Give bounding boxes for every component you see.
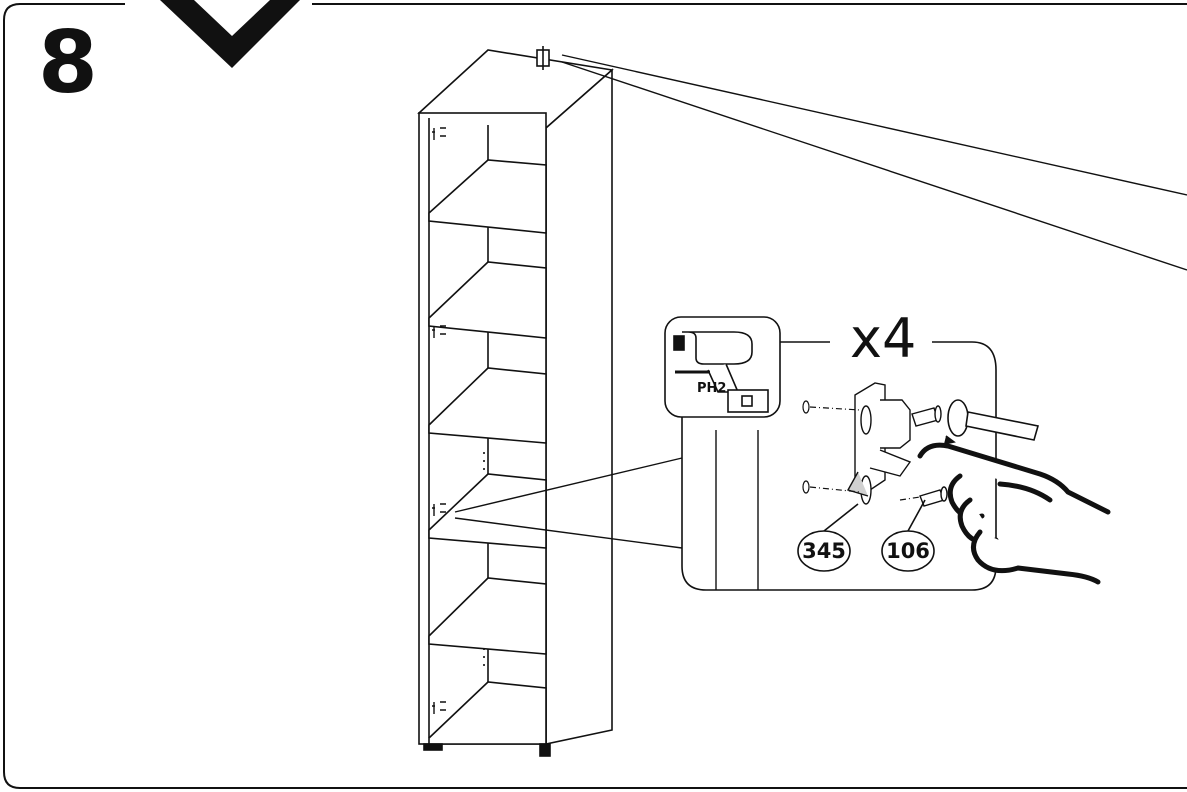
step-number: 8 bbox=[38, 13, 98, 113]
part-number-345: 345 bbox=[802, 539, 846, 563]
quantity-label: x4 bbox=[850, 307, 917, 370]
hinge-bracket-detail bbox=[846, 382, 912, 505]
alignment-lines bbox=[809, 406, 921, 501]
hinge-marks bbox=[432, 127, 446, 714]
cabinet-illustration bbox=[417, 46, 614, 757]
screwdriver-icon bbox=[943, 399, 1040, 445]
detail-cabinet-edge bbox=[715, 430, 759, 590]
callout-lines-top bbox=[561, 54, 1187, 271]
part-callouts bbox=[797, 499, 935, 572]
tool-bit-label: PH2 bbox=[697, 381, 727, 396]
panel-frame bbox=[3, 3, 1187, 789]
part-number-106: 106 bbox=[886, 539, 930, 563]
flip-arrow-icon bbox=[160, 0, 300, 68]
hand-illustration bbox=[917, 442, 1111, 585]
cabinet-shelves bbox=[428, 159, 547, 745]
drill-icon bbox=[673, 331, 769, 413]
callout-lines-detail bbox=[454, 457, 683, 549]
pilot-holes bbox=[802, 400, 810, 494]
screw-top bbox=[911, 405, 942, 427]
